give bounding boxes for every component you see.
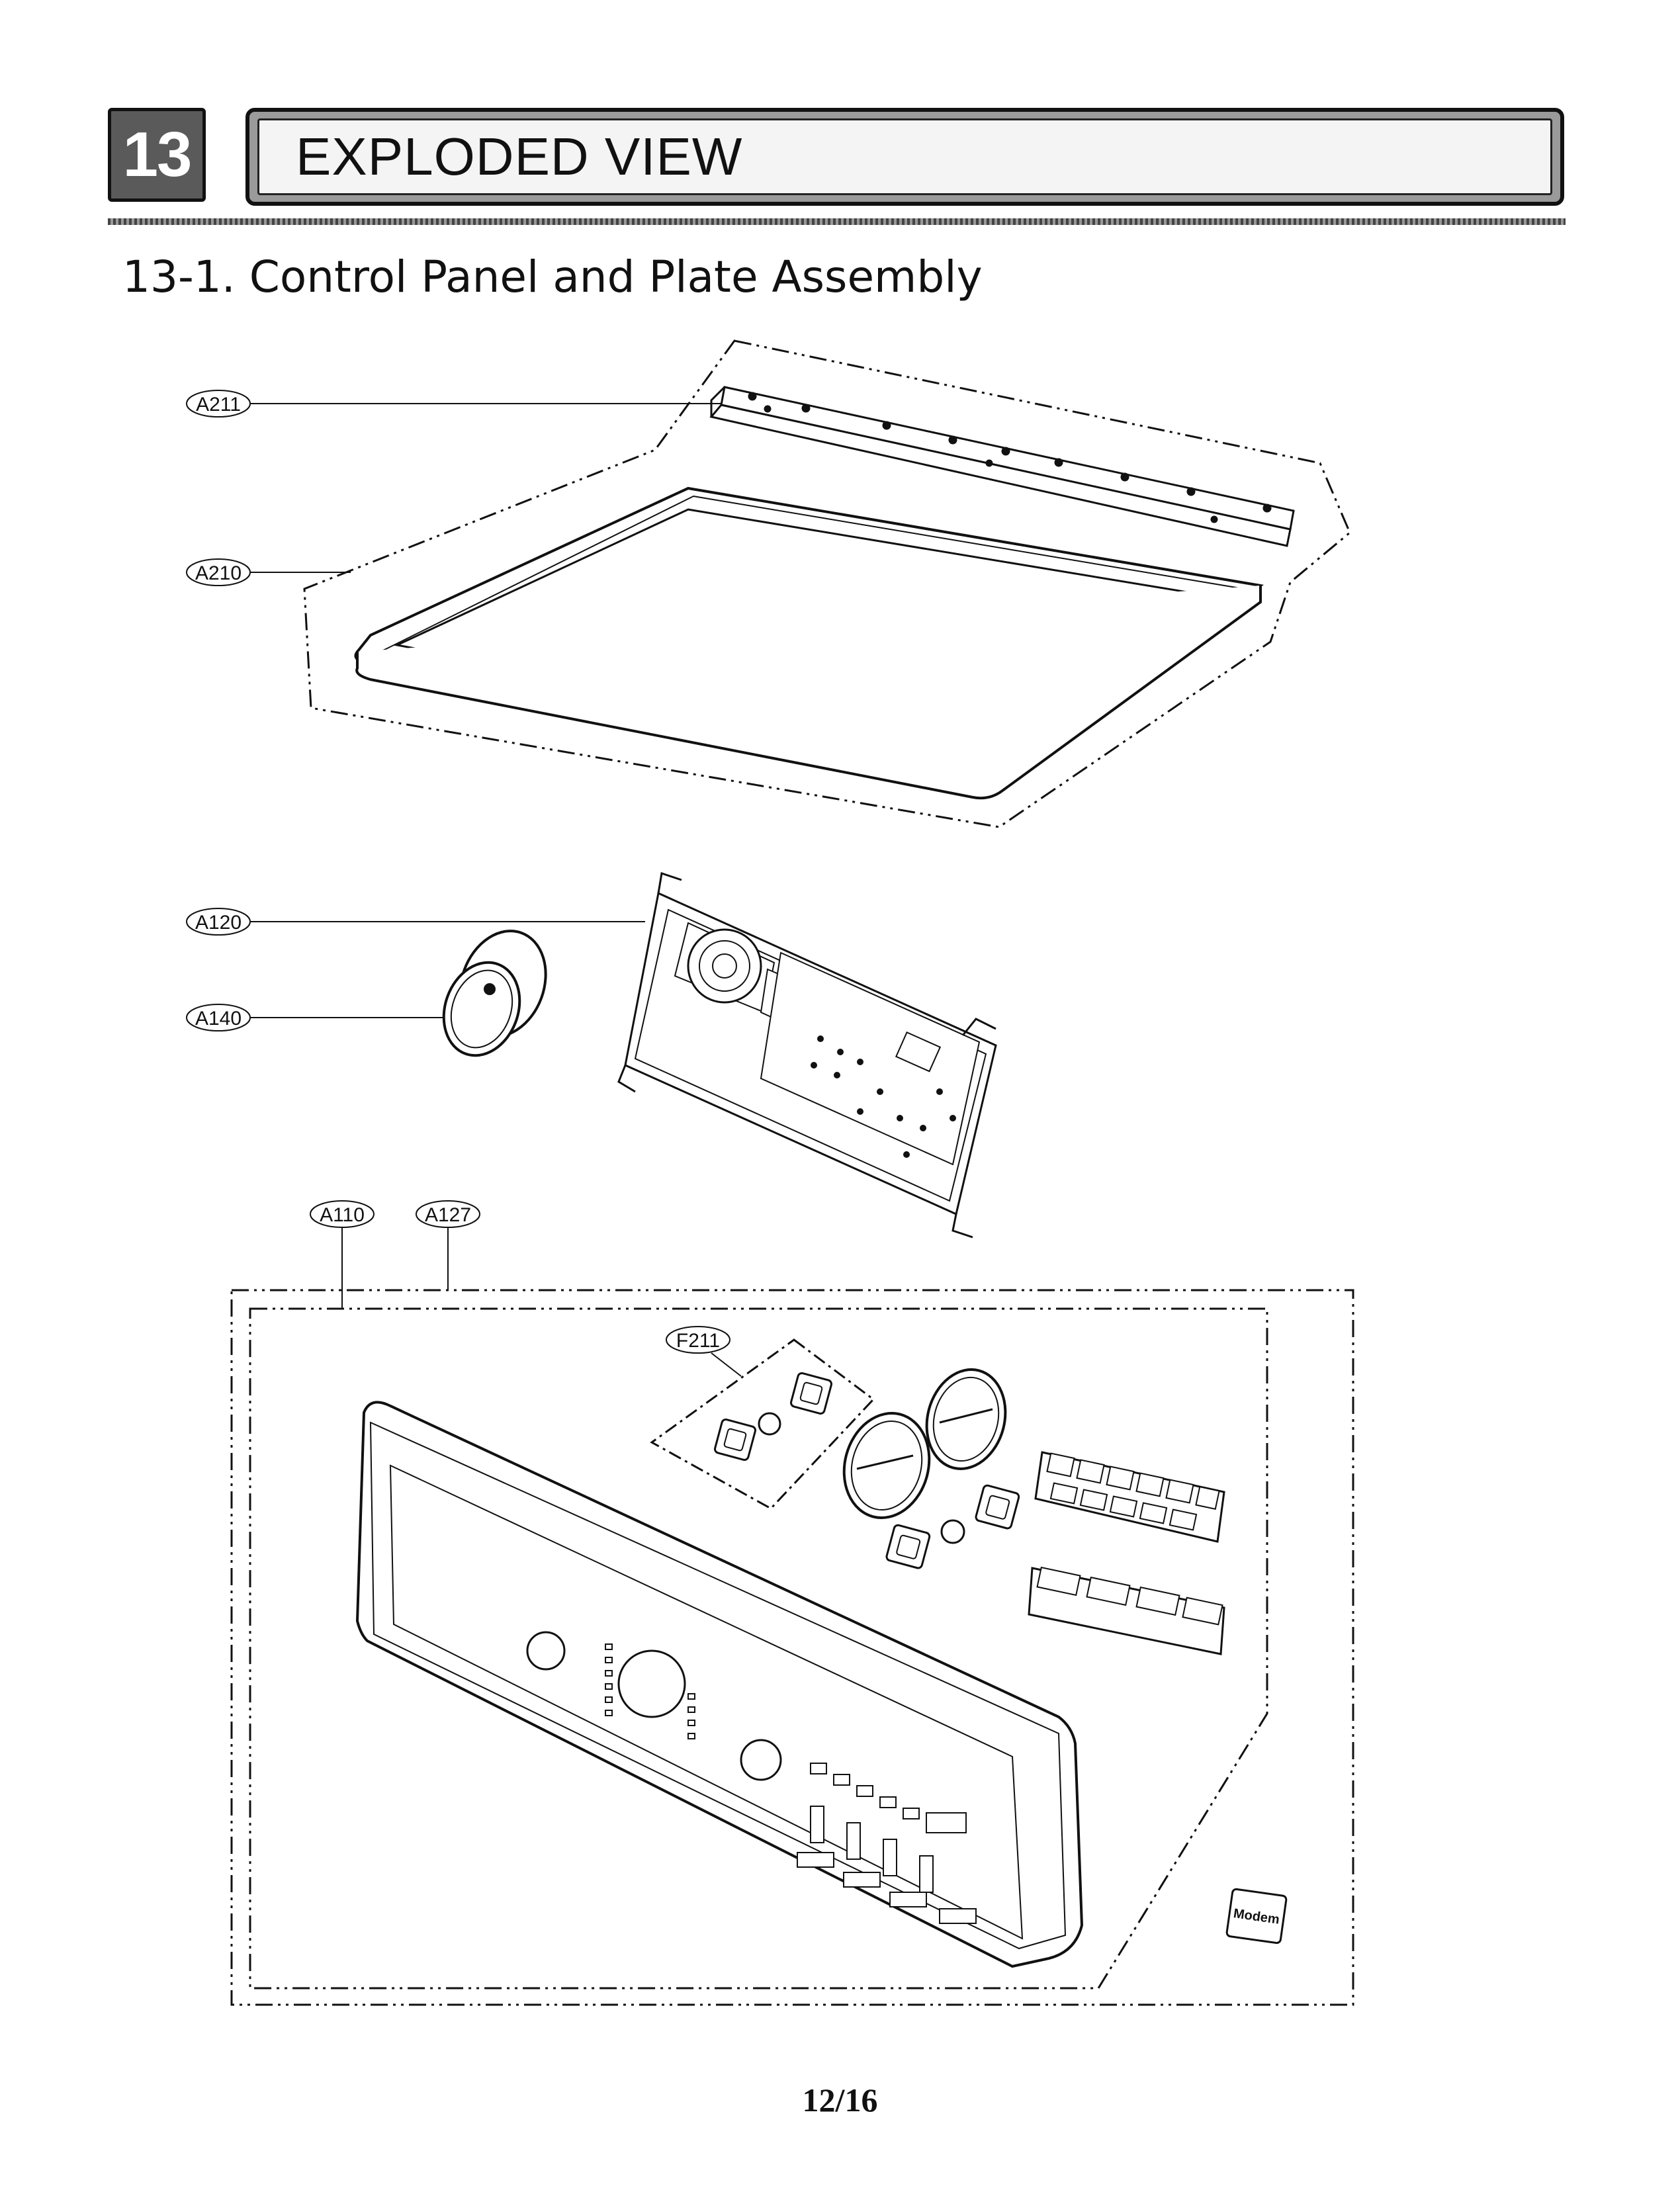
rear-bracket-a211: [709, 386, 1295, 547]
callout-a210-label: A210: [195, 562, 242, 584]
control-board-a120: [617, 872, 997, 1239]
title-inner: EXPLODED VIEW: [257, 118, 1552, 195]
callout-a120-label: A120: [195, 912, 242, 934]
callout-a211-label: A211: [196, 394, 241, 416]
callout-a127: A127: [416, 1200, 480, 1290]
callout-a211: A211: [186, 390, 721, 417]
callout-a120: A120: [186, 908, 645, 936]
section-number-badge: 13: [108, 108, 206, 202]
control-knob-a140: [442, 930, 547, 1057]
top-plate-a210: [354, 486, 1264, 800]
callout-a140: A140: [186, 1004, 443, 1031]
front-panel-outer-boundary: [230, 1289, 1354, 2006]
callout-a110: A110: [310, 1200, 375, 1309]
callout-a210: A210: [186, 558, 351, 586]
f211-button-parts: [714, 1372, 832, 1461]
callout-a110-label: A110: [320, 1204, 365, 1226]
callout-f211-label: F211: [676, 1330, 720, 1352]
title-bar: EXPLODED VIEW: [245, 108, 1564, 206]
section-number: 13: [122, 119, 193, 190]
callout-f211: F211: [666, 1326, 742, 1377]
header-rule: [108, 218, 1566, 225]
modem-tag: Modem: [1225, 1888, 1288, 1945]
section-subtitle: 13-1. Control Panel and Plate Assembly: [122, 251, 983, 302]
front-panel-a110: [355, 1401, 1084, 1968]
button-bars: [1028, 1451, 1225, 1655]
page-number: 12/16: [802, 2081, 878, 2119]
lower-button-parts: [885, 1484, 1020, 1569]
knob-rings: [842, 1368, 1007, 1519]
callout-a127-label: A127: [425, 1204, 471, 1226]
front-panel-inner-boundary: [249, 1307, 1268, 1990]
page-title: EXPLODED VIEW: [296, 127, 743, 186]
callout-a140-label: A140: [195, 1008, 242, 1029]
